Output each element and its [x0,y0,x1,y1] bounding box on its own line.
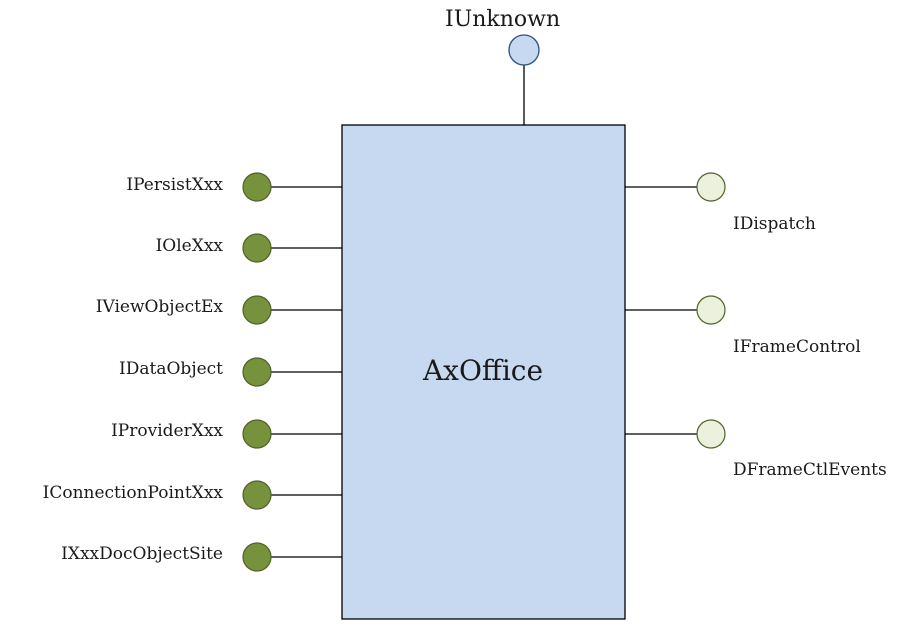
left-interface: IDataObject [119,357,342,387]
right-lollipop [696,295,726,325]
left-interface-label: IConnectionPointXxx [43,483,224,503]
right-interface-label: IFrameControl [733,337,861,357]
right-lollipop [696,172,726,202]
left-interface-label: IViewObjectEx [96,297,224,317]
left-interface: IOleXxx [156,233,342,263]
iunknown-lollipop [508,34,540,66]
component-box [341,124,626,620]
left-interface: IProviderXxx [111,419,342,449]
component-name: AxOffice [422,354,543,387]
left-interface-label: IXxxDocObjectSite [61,544,223,564]
right-lollipop [696,419,726,449]
left-lollipop [242,480,272,510]
right-interface-label: DFrameCtlEvents [733,460,887,480]
left-lollipop [242,172,272,202]
left-lollipop [242,357,272,387]
right-interfaces: IDispatch IFrameControl DFrameCtlEvents [625,172,887,480]
left-interface-label: IPersistXxx [126,175,223,195]
left-interface-label: IDataObject [119,359,223,379]
right-interface: IFrameControl [625,295,861,357]
left-lollipop [242,542,272,572]
right-interface-label: IDispatch [733,214,816,234]
left-interface: IConnectionPointXxx [43,480,342,510]
left-interface: IViewObjectEx [96,295,342,325]
right-interface: IDispatch [625,172,816,234]
left-interfaces: IPersistXxx IOleXxx IViewObjectEx IDataO… [43,172,342,572]
left-interface-label: IOleXxx [156,236,224,256]
left-lollipop [242,295,272,325]
iunknown-label: IUnknown [445,7,560,32]
right-interface: DFrameCtlEvents [625,419,887,480]
left-interface: IPersistXxx [126,172,342,202]
left-interface-label: IProviderXxx [111,421,223,441]
left-lollipop [242,419,272,449]
left-lollipop [242,233,272,263]
left-interface: IXxxDocObjectSite [61,542,342,572]
